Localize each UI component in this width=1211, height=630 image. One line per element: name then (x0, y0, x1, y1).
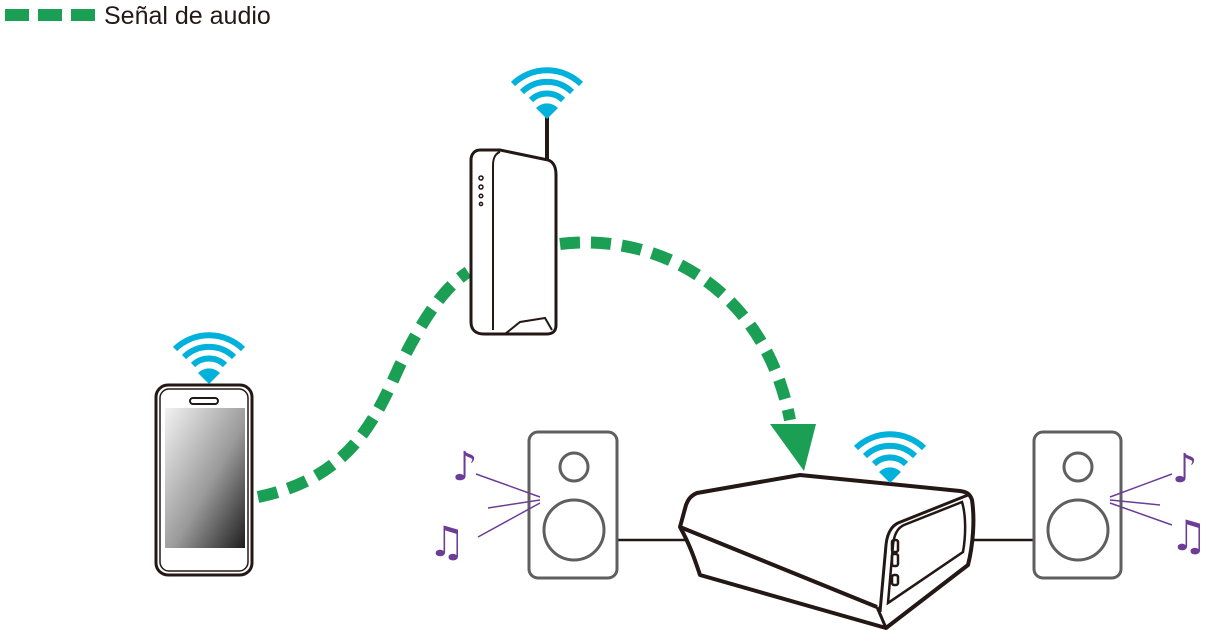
smartphone (154, 383, 254, 577)
audio-signal-phone-to-router (256, 266, 472, 503)
phone-wifi-icon (175, 335, 243, 384)
left-sound-lines (475, 473, 541, 538)
right-sound-lines (1109, 473, 1173, 526)
music-notes-icon: ♫ (1170, 511, 1208, 560)
device-wifi-icon (856, 434, 924, 483)
right-speaker (1032, 430, 1123, 580)
wireless-router (469, 116, 558, 336)
audio-signal-router-to-device (559, 236, 796, 422)
router-wifi-icon (513, 70, 581, 119)
legend-label: Señal de audio (104, 2, 271, 30)
music-note-icon: ♪ (452, 444, 478, 490)
arrow-head-icon (770, 424, 816, 471)
wireless-audio-device (678, 473, 976, 630)
music-notes-icon: ♫ (428, 517, 466, 566)
music-note-icon: ♪ (1172, 446, 1198, 492)
left-speaker (527, 430, 619, 580)
legend-dash-icon (5, 9, 95, 21)
